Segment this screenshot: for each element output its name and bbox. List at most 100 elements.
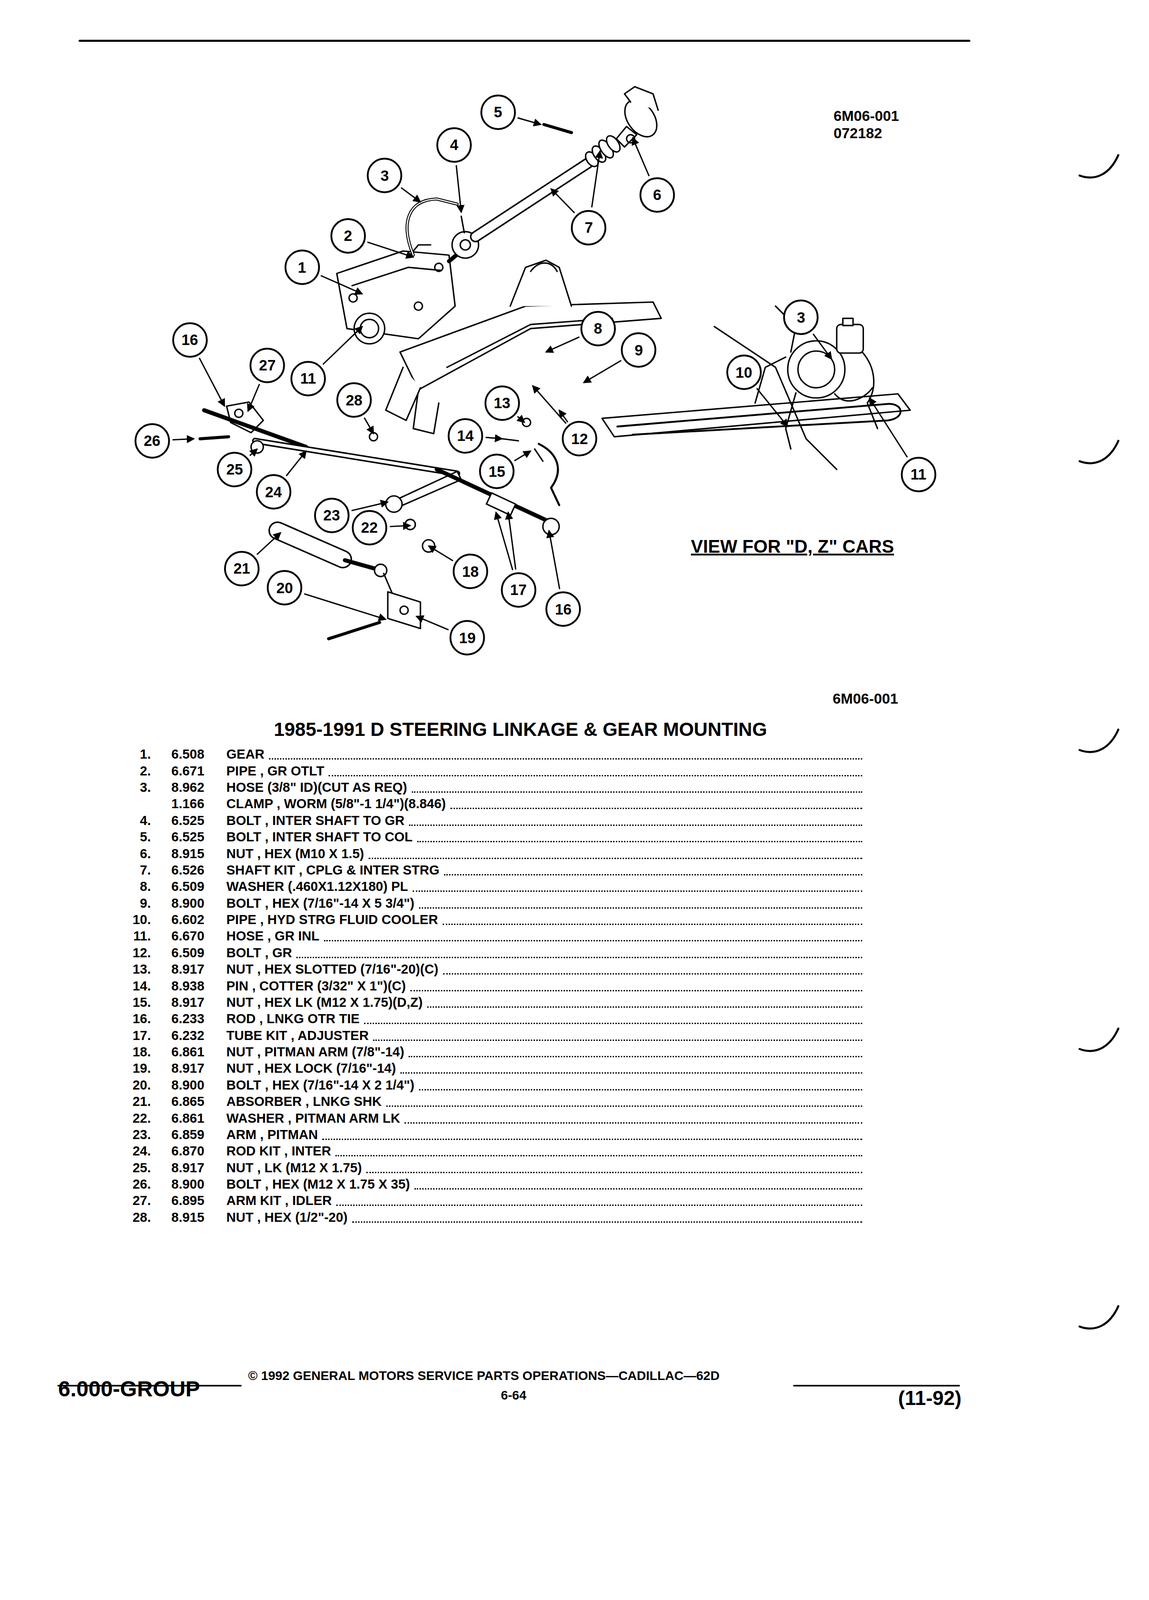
dot-leader [373, 1039, 863, 1041]
item-number: 4. [139, 813, 151, 829]
part-group-number: 6.870 [171, 1144, 205, 1159]
callout-circle: 28 [336, 382, 372, 418]
part-group-number: 6.525 [171, 813, 205, 829]
dot-leader [419, 1089, 863, 1091]
part-group-number: 6.602 [171, 912, 205, 928]
callout-circle: 3 [783, 299, 819, 335]
callout-number: 8 [593, 320, 602, 336]
callout-circle: 24 [255, 474, 292, 510]
part-description: WASHER , PITMAN ARM LK [226, 1111, 400, 1126]
leader-line [583, 360, 622, 383]
callout-number: 9 [634, 342, 643, 358]
callout-circle: 8 [580, 310, 616, 347]
part-group-number: 6.670 [171, 929, 205, 944]
callout-number: 11 [300, 370, 317, 386]
callout-number: 27 [259, 357, 276, 373]
callout-number: 21 [233, 560, 251, 576]
part-group-number: 8.962 [171, 780, 205, 795]
leader-line [248, 384, 260, 412]
part-description: NUT , PITMAN ARM (7/8"-14) [226, 1044, 405, 1060]
part-description: ARM KIT , IDLER [226, 1193, 332, 1209]
callout-circle: 1 [284, 249, 320, 285]
dot-leader [336, 1204, 863, 1206]
leader-line [485, 437, 503, 439]
callout-number: 12 [571, 431, 589, 447]
leader-line [249, 449, 258, 456]
item-number: 15. [132, 995, 151, 1010]
dot-leader [411, 791, 863, 793]
callout-circle: 7 [570, 209, 607, 246]
callout-circle: 11 [900, 456, 937, 493]
leader-line [389, 525, 411, 527]
part-description: ABSORBER , LNKG SHK [226, 1094, 382, 1110]
dot-leader [444, 874, 863, 876]
dot-leader [408, 1055, 863, 1058]
callout-number: 17 [509, 582, 527, 598]
callout-circle: 25 [216, 451, 253, 488]
item-number: 6. [139, 846, 151, 862]
part-group-number: 8.915 [171, 1210, 205, 1225]
callout-circle: 23 [314, 497, 350, 534]
dot-leader [400, 1072, 863, 1074]
callout-number: 3 [380, 168, 389, 184]
part-group-number: 8.917 [171, 1160, 205, 1176]
part-group-number: 8.900 [171, 1078, 205, 1093]
dot-leader [427, 1006, 863, 1008]
part-description: ROD KIT , INTER [226, 1144, 331, 1159]
callout-number: 16 [554, 601, 572, 617]
callout-circle: 16 [172, 322, 208, 358]
leader-line [351, 501, 388, 511]
callout-number: 22 [360, 519, 378, 535]
leader-line [495, 512, 513, 570]
leader-line [559, 409, 568, 422]
callout-number: 13 [493, 395, 511, 411]
dot-leader [352, 1221, 863, 1223]
dot-leader [296, 956, 863, 959]
callout-number: 18 [462, 564, 480, 580]
figure-code: 6M06-001 [832, 690, 899, 707]
part-description: NUT , HEX LK (M12 X 1.75)(D,Z) [226, 995, 423, 1010]
leader-line [304, 593, 386, 620]
part-description: ARM , PITMAN [226, 1127, 318, 1143]
part-group-number: 8.900 [171, 1177, 205, 1192]
part-group-number: 8.917 [171, 962, 205, 977]
part-description: SHAFT KIT , CPLG & INTER STRG [226, 863, 440, 878]
callout-number: 16 [181, 332, 199, 348]
callout-circle: 3 [366, 157, 403, 194]
leader-line [320, 275, 363, 294]
figure-date: 072182 [833, 125, 883, 142]
leader-line [517, 117, 541, 125]
revision-date: (11-92) [898, 1387, 962, 1409]
part-group-number: 8.915 [171, 846, 205, 862]
leader-line [456, 164, 462, 213]
item-number: 13. [132, 962, 151, 977]
leader-line [256, 532, 281, 555]
part-group-number: 6.525 [171, 829, 205, 845]
dot-leader [419, 907, 863, 909]
part-description: NUT , LK (M12 X 1.75) [226, 1160, 362, 1176]
leader-line [591, 150, 600, 208]
part-group-number: 6.859 [171, 1127, 205, 1143]
part-description: BOLT , INTER SHAFT TO COL [226, 829, 413, 845]
callout-number: 10 [735, 364, 753, 380]
part-description: NUT , HEX LOCK (7/16"-14) [226, 1061, 396, 1076]
callout-number: 1 [297, 259, 306, 275]
dot-leader [269, 758, 863, 760]
dot-leader [364, 1022, 863, 1025]
part-description: PIN , COTTER (3/32" X 1")(C) [226, 979, 406, 994]
callout-circle: 2 [330, 218, 366, 254]
leader-line [508, 512, 516, 570]
callout-circle: 4 [436, 127, 472, 163]
part-group-number: 6.861 [171, 1111, 205, 1126]
part-group-number: 8.938 [171, 979, 205, 994]
callout-circle: 12 [561, 420, 598, 457]
callout-circle: 10 [726, 354, 762, 390]
leader-line [286, 450, 307, 476]
item-number: 1. [139, 747, 151, 762]
part-description: BOLT , HEX (7/16"-14 X 2 1/4") [226, 1078, 415, 1093]
item-number: 10. [132, 912, 151, 928]
part-group-number: 6.509 [171, 879, 205, 895]
part-group-number: 6.671 [171, 764, 205, 779]
dot-leader [442, 923, 863, 925]
part-description: BOLT , HEX (7/16"-14 X 5 3/4") [226, 896, 415, 911]
